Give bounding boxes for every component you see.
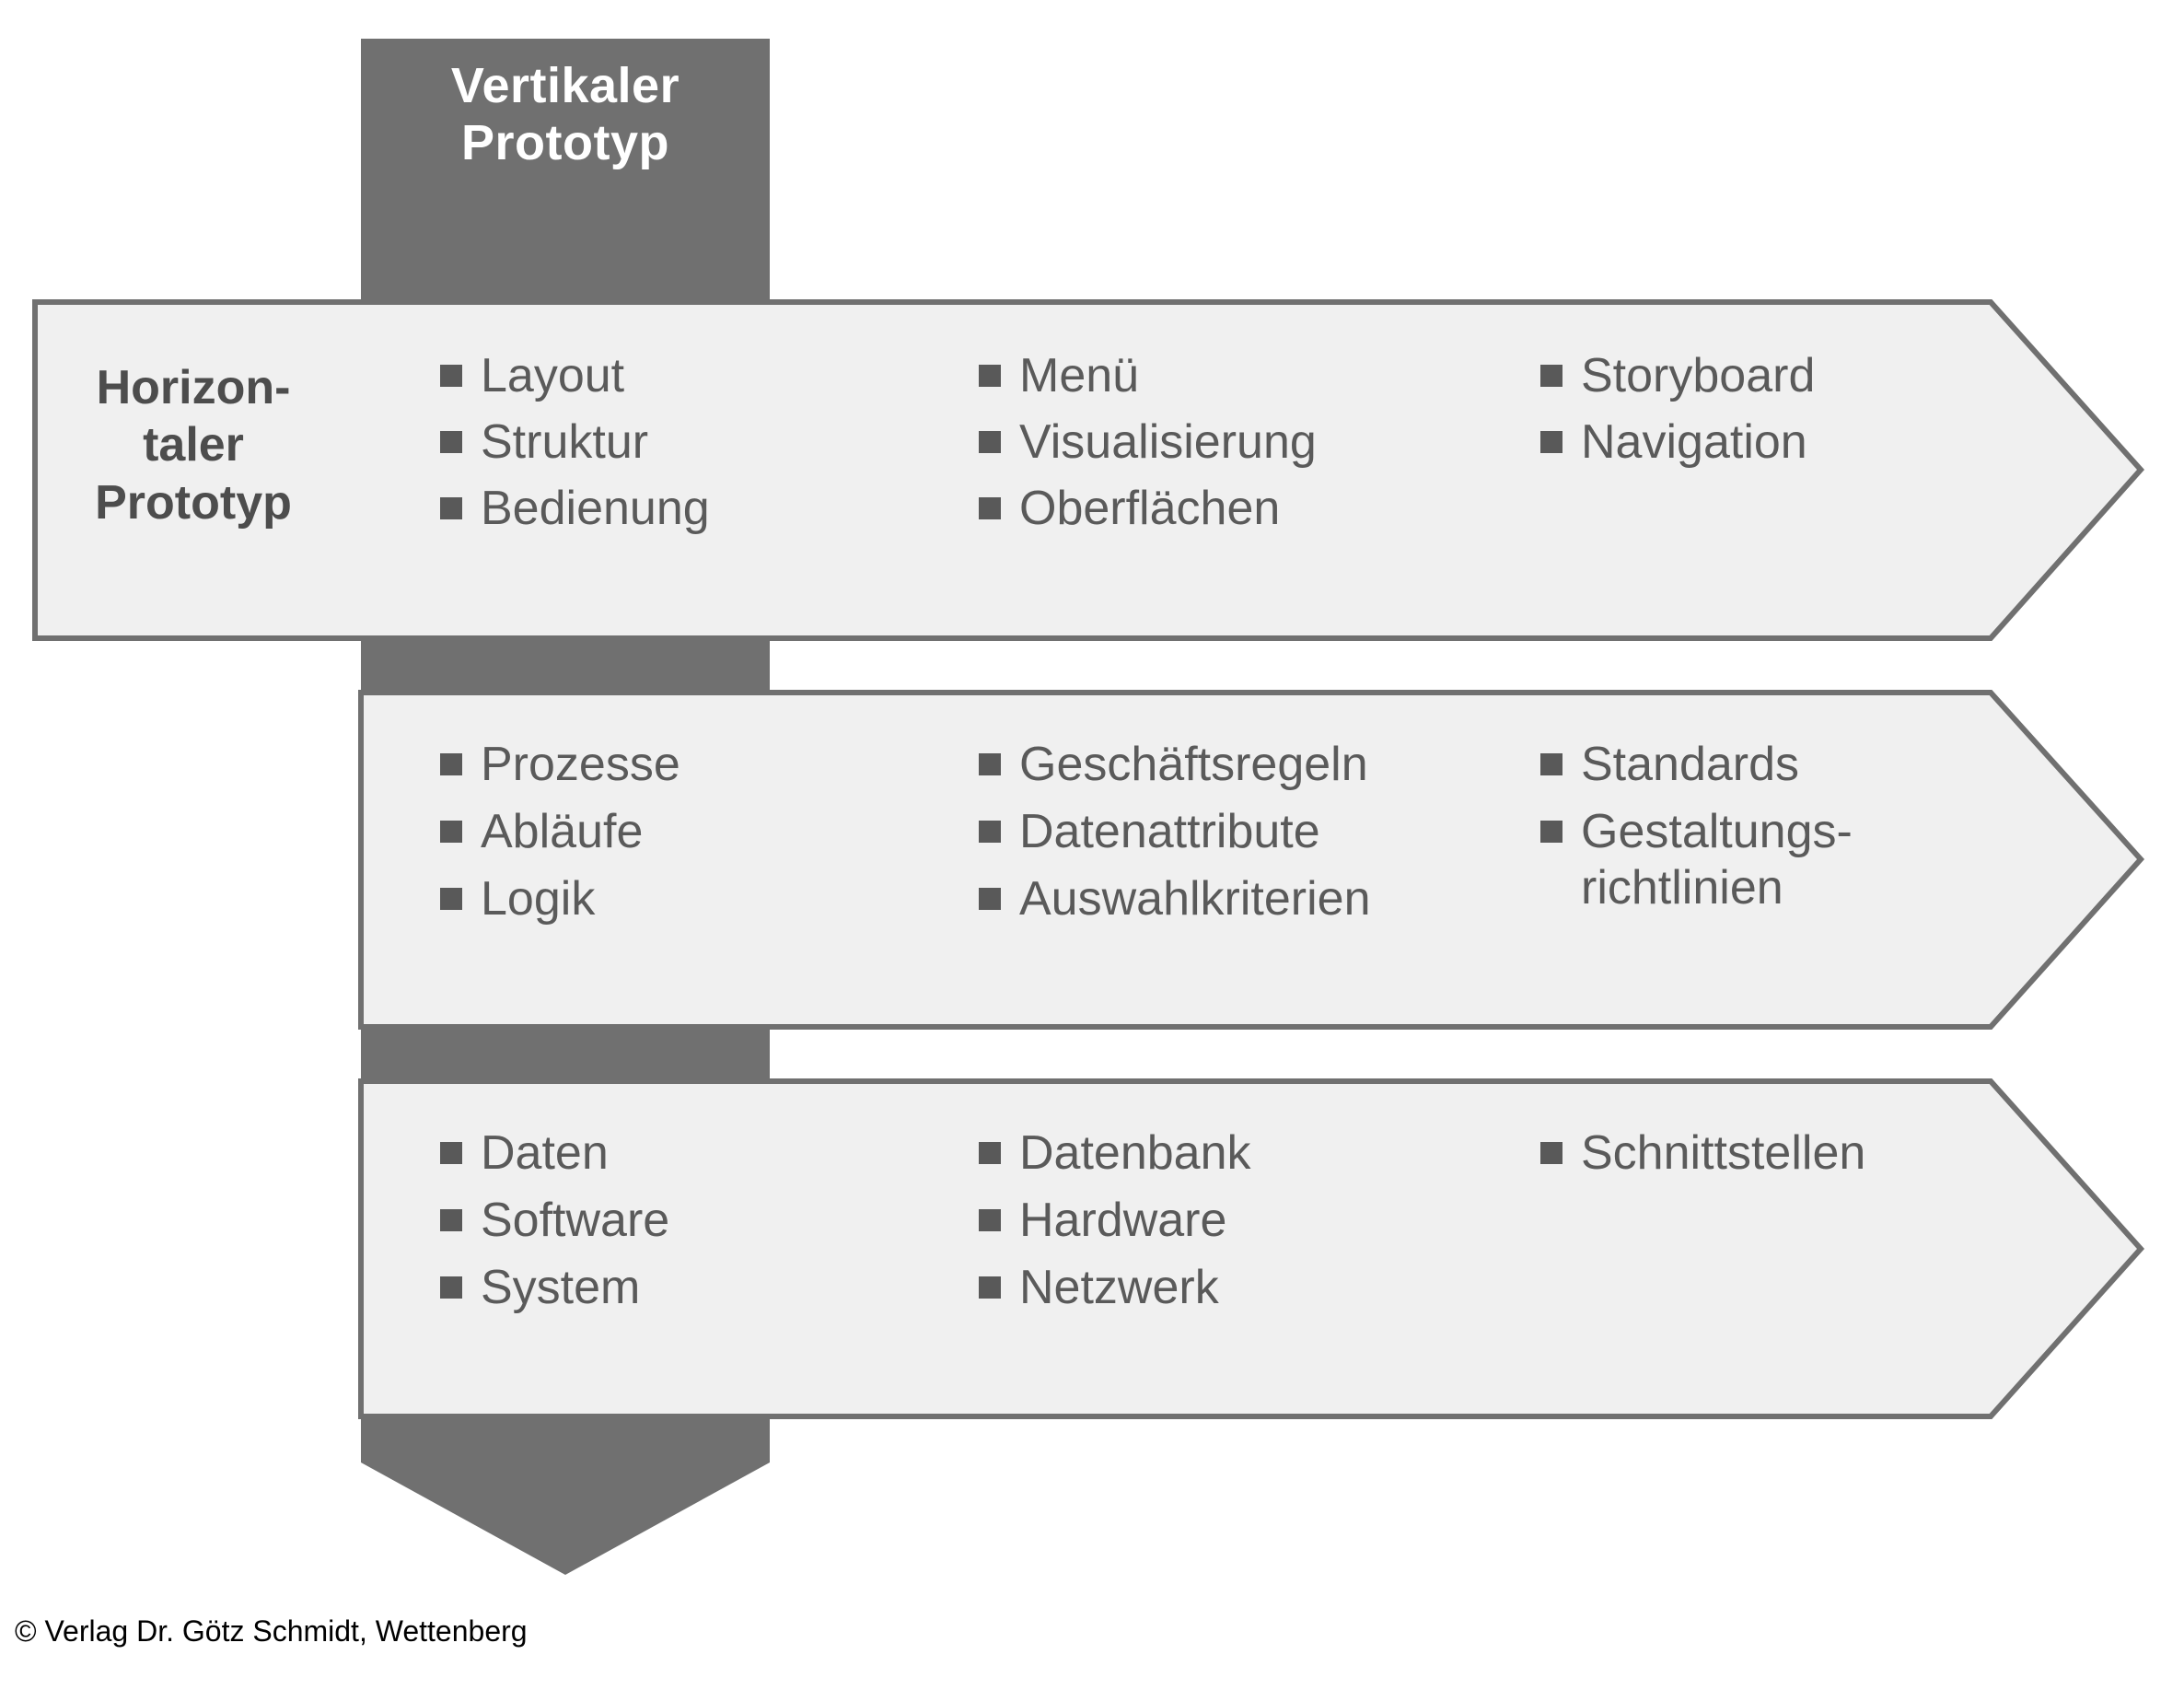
list-item-label: Daten xyxy=(481,1126,609,1180)
bullet-square-icon xyxy=(440,497,462,519)
list-item-label: Visualisierung xyxy=(1019,415,1317,469)
list-item[interactable]: System xyxy=(440,1260,640,1316)
bullet-square-icon xyxy=(440,1142,462,1164)
bullet-square-icon xyxy=(979,431,1001,453)
list-item-label: Datenattribute xyxy=(1019,805,1320,858)
bullet-square-icon xyxy=(979,821,1001,843)
list-item[interactable]: Standards xyxy=(1540,737,1799,793)
list-item[interactable]: Storyboard xyxy=(1540,348,1815,404)
band-2-arrow-shape xyxy=(358,690,2145,1030)
list-item-label: Hardware xyxy=(1019,1194,1227,1247)
list-item-label: Datenbank xyxy=(1019,1126,1251,1180)
list-item-label: Schnittstellen xyxy=(1581,1126,1866,1180)
bullet-square-icon xyxy=(440,753,462,775)
list-item-label: Software xyxy=(481,1194,670,1247)
bullet-square-icon xyxy=(979,1142,1001,1164)
list-item-label: Layout xyxy=(481,349,625,402)
list-item[interactable]: Layout xyxy=(440,348,624,404)
list-item-label: Bedienung xyxy=(481,482,710,535)
bullet-square-icon xyxy=(440,1209,462,1231)
list-item-label: Struktur xyxy=(481,415,649,469)
list-item[interactable]: Software xyxy=(440,1193,669,1249)
bullet-square-icon xyxy=(979,888,1001,910)
list-item-label: Gestaltungs- richtlinien xyxy=(1581,805,1853,915)
bullet-square-icon xyxy=(979,1209,1001,1231)
list-item-label: System xyxy=(481,1261,641,1314)
list-item-label: Storyboard xyxy=(1581,349,1816,402)
bullet-square-icon xyxy=(1540,431,1562,453)
bullet-square-icon xyxy=(440,821,462,843)
bullet-square-icon xyxy=(979,497,1001,519)
list-item-label: Menü xyxy=(1019,349,1140,402)
copyright-notice: © Verlag Dr. Götz Schmidt, Wettenberg xyxy=(15,1614,528,1648)
list-item[interactable]: Abläufe xyxy=(440,804,643,860)
bullet-square-icon xyxy=(1540,365,1562,387)
bullet-square-icon xyxy=(979,1276,1001,1299)
list-item[interactable]: Auswahlkriterien xyxy=(979,871,1371,927)
list-item[interactable]: Navigation xyxy=(1540,414,1807,471)
bullet-square-icon xyxy=(440,1276,462,1299)
horizontal-prototype-title: Horizon- taler Prototyp xyxy=(95,361,292,530)
list-item[interactable]: Bedienung xyxy=(440,481,710,537)
list-item[interactable]: Netzwerk xyxy=(979,1260,1219,1316)
list-item[interactable]: Datenattribute xyxy=(979,804,1320,860)
list-item-label: Netzwerk xyxy=(1019,1261,1219,1314)
list-item[interactable]: Menü xyxy=(979,348,1139,404)
list-item-label: Geschäftsregeln xyxy=(1019,738,1368,791)
list-item[interactable]: Gestaltungs- richtlinien xyxy=(1540,804,1853,917)
bullet-square-icon xyxy=(979,753,1001,775)
band-1-arrow-shape xyxy=(32,299,2145,641)
bullet-square-icon xyxy=(440,888,462,910)
list-item[interactable]: Visualisierung xyxy=(979,414,1317,471)
list-item[interactable]: Oberflächen xyxy=(979,481,1280,537)
list-item-label: Logik xyxy=(481,872,596,926)
list-item-label: Auswahlkriterien xyxy=(1019,872,1371,926)
list-item[interactable]: Schnittstellen xyxy=(1540,1125,1865,1182)
bullet-square-icon xyxy=(440,365,462,387)
bullet-square-icon xyxy=(979,365,1001,387)
list-item-label: Abläufe xyxy=(481,805,644,858)
list-item-label: Standards xyxy=(1581,738,1800,791)
bullet-square-icon xyxy=(1540,1142,1562,1164)
list-item-label: Oberflächen xyxy=(1019,482,1281,535)
bullet-square-icon xyxy=(1540,821,1562,843)
list-item[interactable]: Geschäftsregeln xyxy=(979,737,1368,793)
list-item[interactable]: Hardware xyxy=(979,1193,1226,1249)
bullet-square-icon xyxy=(1540,753,1562,775)
list-item-label: Prozesse xyxy=(481,738,680,791)
band-3-arrow-shape xyxy=(358,1078,2145,1419)
list-item[interactable]: Datenbank xyxy=(979,1125,1251,1182)
list-item[interactable]: Logik xyxy=(440,871,595,927)
list-item[interactable]: Prozesse xyxy=(440,737,680,793)
list-item[interactable]: Struktur xyxy=(440,414,648,471)
bullet-square-icon xyxy=(440,431,462,453)
list-item[interactable]: Daten xyxy=(440,1125,609,1182)
vertical-prototype-title: Vertikaler Prototyp xyxy=(450,58,680,171)
list-item-label: Navigation xyxy=(1581,415,1807,469)
